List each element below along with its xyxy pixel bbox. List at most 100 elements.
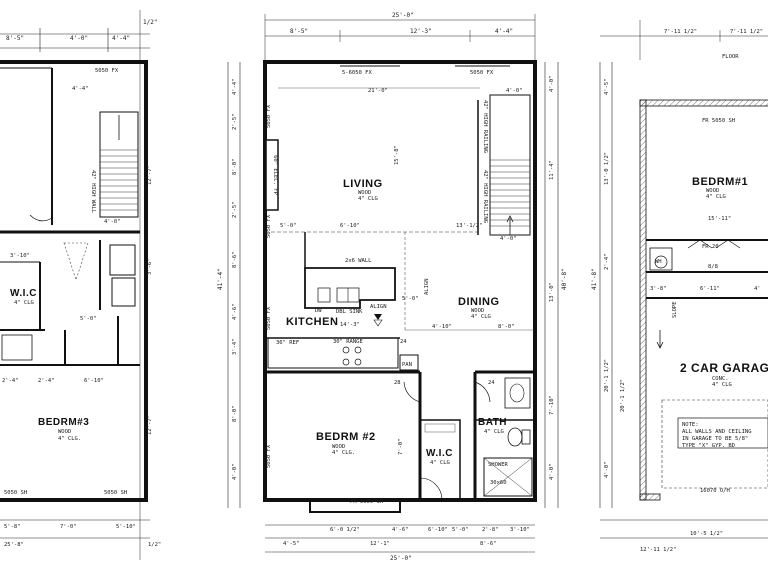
center-pan-label: PAN [402, 362, 412, 368]
right-wh-label: WH [655, 259, 662, 265]
center-window-living-1: 5-6050 FX [342, 70, 372, 76]
center-window-bedroom2: FR 5050 SH [350, 499, 383, 505]
center-dim-top-2: 12'-3" [410, 28, 432, 35]
center-stair-note-1: 42" HIGH RAILING [482, 100, 488, 153]
center-room-living: LIVING [343, 178, 383, 190]
left-dim-bottom-3: 5'-10" [116, 524, 136, 530]
right-room-garage: 2 CAR GARAGE [680, 361, 768, 375]
left-dim-right-2: 12'-7" [147, 415, 153, 435]
right-dim-garage: 20'-1 1/2" [620, 379, 626, 412]
left-dim-stair-top: 4'-4" [72, 86, 89, 92]
left-dim-top-1: 8'-5" [6, 35, 24, 42]
left-dim-top-2: 4'-0" [70, 35, 88, 42]
center-dim-top-3: 4'-4" [495, 28, 513, 35]
right-note-line-1: NOTE: [682, 422, 699, 428]
right-dim-bottom-2: 12'-11 1/2" [640, 547, 676, 553]
center-dim-living-depth: 15'-8" [394, 145, 400, 165]
right-window-bedroom1: FR 5050 SH [702, 118, 735, 124]
right-unit-plan: 7'-11 1/2" 7'-11 1/2" FLOOR 4'-5" 13'-0 … [591, 20, 768, 553]
left-room-bedroom3: BEDRM#3 [38, 417, 89, 428]
center-dim-bottom-total: 25'-0" [390, 555, 412, 562]
center-room-bedroom2: BEDRM #2 [316, 431, 376, 443]
left-room-wic: W.I.C [10, 288, 37, 299]
center-half-wall-label: 2x6 WALL [345, 258, 372, 264]
center-dim-24: 24 [400, 339, 407, 345]
right-dim-closet-3: 4' [754, 286, 761, 292]
left-dim-bot-2: 2'-4" [38, 378, 55, 384]
right-dim-closet-1: 3'-8" [650, 286, 667, 292]
center-dining-ceiling: 4" CLG [471, 314, 491, 320]
center-dim-dining-2: 8'-0" [498, 324, 515, 330]
center-dim-living-width: 21'-0" [368, 88, 388, 94]
center-dim-left-7: 3'-4" [232, 338, 238, 355]
right-dim-top-1: 7'-11 1/2" [664, 29, 697, 35]
center-dim-right-5: 4'-0" [549, 463, 555, 480]
center-dim-left-1: 4'-4" [232, 78, 238, 95]
center-dim-kitchen-depth: 5'-0" [402, 296, 419, 302]
center-room-wic: W.I.C [426, 448, 453, 459]
right-garage-floor: CONC. [712, 376, 729, 382]
center-dim-bedroom2-depth: 7'-0" [398, 438, 404, 455]
center-unit-plan: 25'-0" 8'-5" 12'-3" 4'-4" 4'-4" 2'-5" 8'… [217, 12, 568, 562]
right-note-line-2: ALL WALLS AND CEILING [682, 429, 752, 435]
center-living-floor: WOOD [358, 190, 371, 196]
center-window-left-1: 5050 FX [266, 104, 272, 128]
left-dim-wic-top: 3'-10" [10, 253, 30, 259]
center-dim-kitchen-mid: 6'-10" [340, 223, 360, 229]
center-dim-top-1: 8'-5" [290, 28, 308, 35]
right-dim-top-2: 7'-11 1/2" [730, 29, 763, 35]
left-bedroom3-floor: WOOD [58, 429, 71, 435]
center-dim-right-2: 11'-4" [549, 160, 555, 180]
center-dining-floor: WOOD [471, 308, 484, 314]
left-dim-stair-bottom: 4'-0" [104, 219, 121, 225]
left-dim-bottom-1: 5'-8" [4, 524, 21, 530]
center-dim-bottom-3: 6'-10" [428, 527, 448, 533]
center-fireplace-label: 60" ELEC. FP [272, 155, 278, 195]
right-closet-door: FR 20 [702, 244, 719, 250]
center-window-living-2: 5050 FX [470, 70, 494, 76]
left-dim-right-3: 12'-7" [147, 165, 153, 185]
center-dim-right-4: 7'-10" [549, 395, 555, 415]
right-garage-door: 16070 O/H [700, 488, 730, 494]
left-dim-bottom-total: 25'-8" [4, 542, 24, 548]
right-floor-label: FLOOR [722, 54, 739, 60]
left-stair-note: 42" HIGH WALL [90, 170, 96, 214]
center-door-28: 28 [394, 380, 401, 386]
center-living-ceiling: 4" CLG [358, 196, 378, 202]
center-dim-right-total: 40'-8" [561, 268, 568, 290]
center-dim-stair-bottom: 4'-0" [500, 236, 517, 242]
center-wic-floor: 4" CLG [430, 460, 450, 466]
right-dim-left-5: 4'-0" [604, 461, 610, 478]
center-dim-left-9: 4'-0" [232, 463, 238, 480]
center-dim-bottom-4: 5'-0" [452, 527, 469, 533]
right-dim-bedroom1: 15'-11" [708, 216, 731, 222]
center-room-dining: DINING [458, 296, 500, 308]
left-dim-bot-1: 2'-4" [2, 378, 19, 384]
center-dim-right-3: 13'-0" [549, 282, 555, 302]
left-window-bottom-2: 5050 SH [104, 490, 127, 496]
center-bedroom2-ceiling: 4" CLG. [332, 450, 355, 456]
left-wic-floor: 4" CLG [14, 300, 34, 306]
right-dim-left-3: 2'-4" [604, 253, 610, 270]
center-window-left-3: 5050 FX [266, 306, 272, 330]
right-room-bedroom1: BEDRM#1 [692, 176, 748, 188]
center-dim-left-2: 2'-5" [232, 113, 238, 130]
left-dim-bottom-corner: 1/2" [148, 542, 161, 548]
center-stair-note-2: 42" HIGH RAILING [482, 170, 488, 223]
center-dim-left-4: 2'-5" [232, 201, 238, 218]
center-dim-right-1: 4'-0" [549, 75, 555, 92]
center-dim-bottom-2: 4'-6" [392, 527, 409, 533]
center-dim-left-5: 8'-6" [232, 251, 238, 268]
center-door-24: 24 [488, 380, 495, 386]
center-shower-label: SHOWER [488, 462, 509, 468]
center-dim-kitchen-width: 14'-3" [340, 322, 360, 328]
center-range-label: 30" RANGE [333, 339, 363, 345]
right-garage-ceiling: 4" CLG [712, 382, 732, 388]
center-bedroom2-floor: WOOD [332, 444, 345, 450]
center-alig-label: ALIGN [370, 304, 387, 310]
center-room-bath: BATH [478, 417, 507, 428]
center-shower-size: 30x60 [490, 480, 507, 486]
right-dim-left-total: 41'-8" [591, 268, 598, 290]
center-sink-label: DBL SINK [336, 309, 363, 315]
